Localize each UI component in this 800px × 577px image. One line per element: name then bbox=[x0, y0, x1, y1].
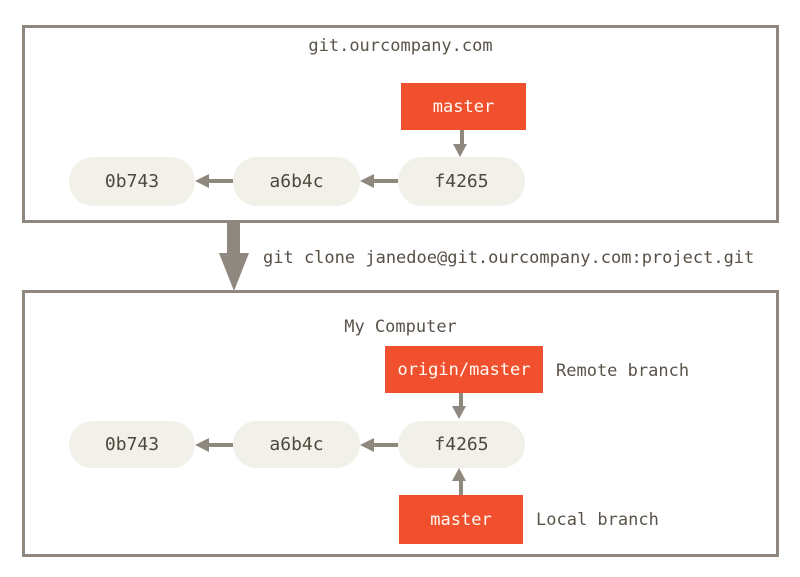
clone-arrow-down-icon bbox=[219, 253, 249, 291]
local-commit-node: a6b4c bbox=[233, 421, 360, 468]
arrow-down-icon bbox=[452, 406, 466, 419]
local-box: My Computer origin/master Remote branch … bbox=[22, 290, 779, 557]
arrow-left-icon bbox=[360, 438, 374, 452]
arrow-left-shaft bbox=[208, 179, 233, 183]
arrow-up-icon bbox=[452, 468, 466, 481]
server-box-title: git.ourcompany.com bbox=[308, 36, 493, 56]
arrow-left-icon bbox=[195, 438, 209, 452]
clone-arrow-shaft bbox=[227, 221, 240, 254]
local-commit-node: f4265 bbox=[398, 421, 525, 468]
server-commit-node: a6b4c bbox=[233, 157, 360, 206]
server-commit-node: f4265 bbox=[398, 157, 525, 206]
local-commit-node: 0b743 bbox=[69, 421, 195, 468]
arrow-left-icon bbox=[360, 174, 374, 188]
arrow-down-shaft bbox=[460, 130, 464, 146]
arrow-left-shaft bbox=[208, 443, 233, 447]
arrow-down-icon bbox=[453, 144, 467, 157]
arrow-up-shaft bbox=[459, 479, 463, 495]
arrow-left-icon bbox=[195, 174, 209, 188]
server-commit-node: 0b743 bbox=[69, 157, 195, 206]
remote-branch-annotation: Remote branch bbox=[556, 361, 690, 381]
arrow-left-shaft bbox=[373, 443, 398, 447]
local-box-title: My Computer bbox=[344, 317, 457, 337]
server-box: git.ourcompany.com master 0b743 a6b4c f4… bbox=[22, 25, 779, 223]
server-master-branch-badge: master bbox=[401, 83, 526, 130]
clone-command-text: git clone janedoe@git.ourcompany.com:pro… bbox=[263, 248, 755, 268]
local-master-branch-badge: master bbox=[399, 495, 523, 544]
arrow-left-shaft bbox=[373, 179, 398, 183]
arrow-down-shaft bbox=[459, 393, 463, 408]
remote-branch-badge: origin/master bbox=[385, 346, 543, 393]
local-branch-annotation: Local branch bbox=[536, 510, 659, 530]
